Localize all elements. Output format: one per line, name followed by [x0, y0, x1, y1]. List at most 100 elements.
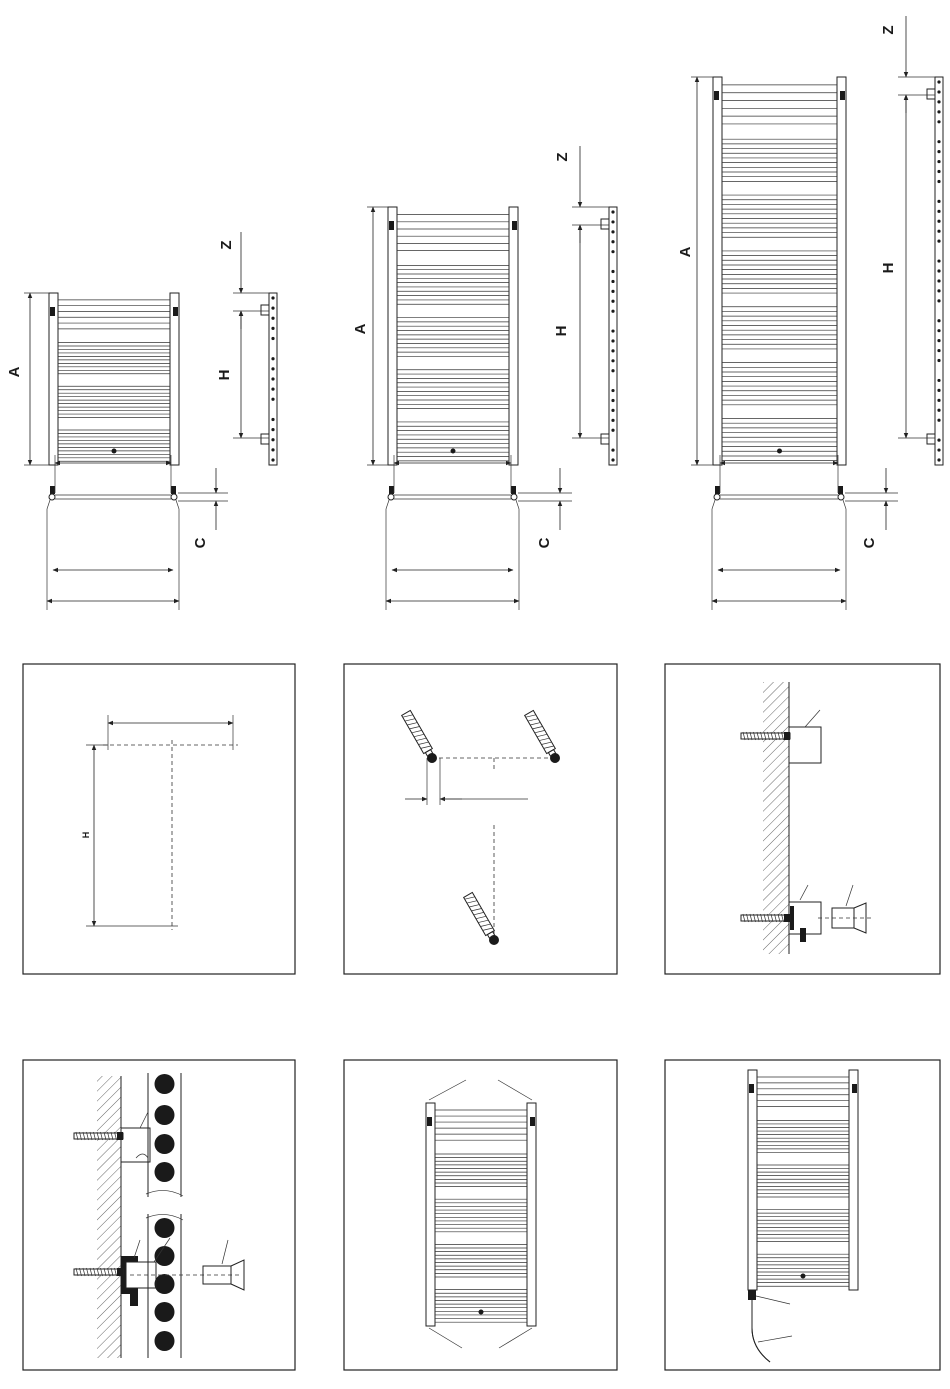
- valve-dot: [112, 449, 117, 454]
- hole-dot: [611, 240, 614, 243]
- hole-dot: [611, 399, 614, 402]
- screw-icon: [741, 914, 790, 922]
- hole-dot: [937, 399, 940, 402]
- plug-body: [525, 710, 556, 753]
- hole-dot: [611, 389, 614, 392]
- hole-dot: [271, 458, 274, 461]
- collector-section: [49, 494, 55, 500]
- hole-dot: [937, 240, 940, 243]
- plug-body: [464, 892, 495, 935]
- collector-section: [511, 494, 517, 500]
- bracket-mark: [852, 1084, 857, 1093]
- tube-section: [155, 1331, 175, 1351]
- bracket-mark: [389, 486, 394, 494]
- hole-dot: [937, 220, 940, 223]
- bracket-mark: [389, 221, 394, 230]
- hole-dot: [611, 230, 614, 233]
- hole-dot: [271, 307, 274, 310]
- bracket-mark: [50, 307, 55, 316]
- radiator-medium-side: [572, 146, 617, 465]
- hole-dot: [937, 439, 940, 442]
- wall-plug-shape: [402, 710, 435, 757]
- radiator-right-collector: [837, 77, 846, 465]
- label-a-large: A: [677, 246, 694, 257]
- radiator-front: [426, 1103, 536, 1326]
- bracket-mark: [50, 486, 55, 494]
- label-c-small: C: [192, 537, 209, 548]
- extension-line: [386, 500, 389, 610]
- panel-step-1-marking: H: [23, 664, 295, 974]
- hole-dot: [271, 317, 274, 320]
- hole-dot: [937, 458, 940, 461]
- panel-1-h-label: H: [81, 832, 91, 839]
- hole-dot: [611, 300, 614, 303]
- hole-dot: [611, 290, 614, 293]
- radiator-left-collector: [713, 77, 722, 465]
- collector-section: [838, 494, 844, 500]
- hole-dot: [937, 419, 940, 422]
- hole-dot: [937, 379, 940, 382]
- wall-bracket: [261, 305, 269, 315]
- bracket-mark: [530, 1117, 535, 1126]
- radiator-tube-sections: [155, 1074, 175, 1351]
- hole-dot: [937, 230, 940, 233]
- hole-dot: [937, 339, 940, 342]
- hole-dot: [271, 327, 274, 330]
- label-z-medium: Z: [554, 152, 571, 161]
- tube-section: [155, 1074, 175, 1094]
- hole-dot: [271, 428, 274, 431]
- valve-dot: [801, 1274, 806, 1279]
- radiator-small-top-view: [47, 455, 228, 610]
- side-profile: [609, 207, 617, 465]
- panel-step-2-drilling: [344, 664, 617, 974]
- hole-dot: [271, 337, 274, 340]
- radiator-right-collector: [849, 1070, 858, 1290]
- bracket-mark: [715, 486, 720, 494]
- hole-dot: [271, 296, 274, 299]
- hole-dot: [937, 180, 940, 183]
- label-z-small: Z: [218, 240, 235, 249]
- hole-dot: [271, 388, 274, 391]
- radiator-large-top-view: [712, 455, 898, 610]
- hole-dot: [937, 110, 940, 113]
- valve-dot: [777, 449, 782, 454]
- hole-dot: [611, 359, 614, 362]
- hole-dot: [611, 270, 614, 273]
- label-a-small: A: [6, 366, 23, 377]
- hole-dot: [937, 289, 940, 292]
- wall-bracket: [927, 434, 935, 444]
- hole-dot: [937, 279, 940, 282]
- tube-section: [155, 1134, 175, 1154]
- collector-section: [388, 494, 394, 500]
- radiator-small-front: [24, 293, 179, 465]
- hole-dot: [611, 339, 614, 342]
- radiator-small-side: [233, 232, 277, 465]
- hole-dot: [611, 369, 614, 372]
- radiator-right-collector: [509, 207, 518, 465]
- tube-section: [155, 1274, 175, 1294]
- radiator-right-collector: [170, 293, 179, 465]
- hole-dot: [611, 280, 614, 283]
- hole-dot: [611, 409, 614, 412]
- hole-dot: [937, 359, 940, 362]
- radiator-left-collector: [426, 1103, 435, 1326]
- collector-section: [171, 494, 177, 500]
- extension-line: [843, 500, 846, 610]
- bracket-mark: [427, 1117, 432, 1126]
- hole-dot: [937, 160, 940, 163]
- panel-step-5-radiator-hung: [344, 1060, 617, 1370]
- hole-dot: [611, 349, 614, 352]
- hole-dot: [611, 220, 614, 223]
- hole-dot: [937, 200, 940, 203]
- wall-bracket: [927, 89, 935, 99]
- wall-bracket: [601, 434, 609, 444]
- screw-icon: [74, 1268, 123, 1276]
- collector-section: [714, 494, 720, 500]
- tube-section: [155, 1105, 175, 1125]
- tube-section: [155, 1218, 175, 1238]
- hole-dot: [611, 458, 614, 461]
- screw-head: [117, 1268, 123, 1276]
- panel-step-6-electric: [665, 1060, 940, 1370]
- tube-section: [155, 1162, 175, 1182]
- hole-dot: [937, 448, 940, 451]
